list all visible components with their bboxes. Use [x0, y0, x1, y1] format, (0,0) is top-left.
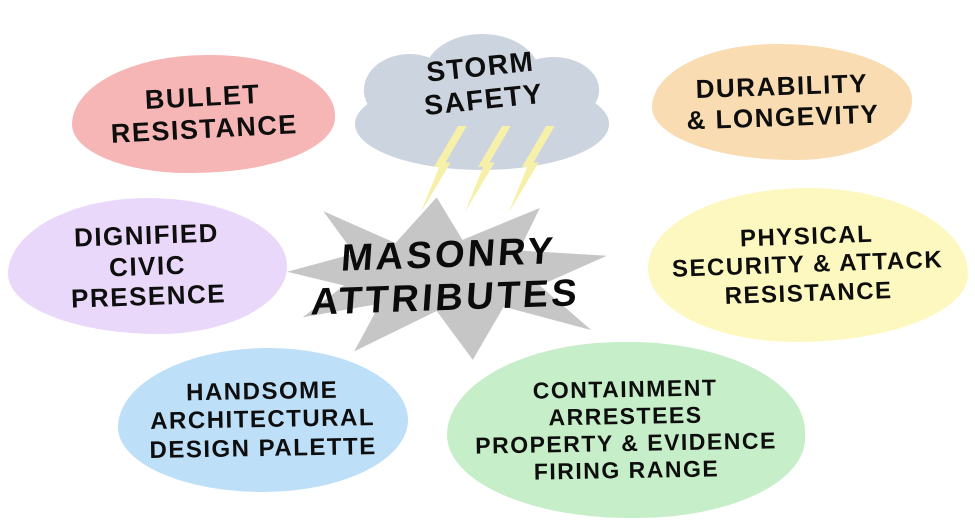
bullet-resistance-label: BULLET RESISTANCE: [110, 79, 299, 149]
physical-security-label: PHYSICAL SECURITY & ATTACK RESISTANCE: [671, 220, 945, 310]
star-burst-icon: [287, 197, 607, 360]
bubble-bullet-resistance: BULLET RESISTANCE: [72, 55, 335, 173]
diagram-title: MASONRY ATTRIBUTES: [309, 230, 582, 324]
bubble-storm-safety: STORM SAFETY: [348, 28, 616, 174]
bubble-durability-longevity: DURABILITY & LONGEVITY: [652, 44, 912, 160]
lightning-bolts: [421, 126, 570, 216]
bubble-design-palette: HANDSOME ARCHITECTURAL DESIGN PALETTE: [118, 348, 408, 492]
center-title-burst: MASONRY ATTRIBUTES: [282, 192, 612, 362]
bubble-containment: CONTAINMENT ARRESTEES PROPERTY & EVIDENC…: [447, 342, 805, 518]
design-palette-label: HANDSOME ARCHITECTURAL DESIGN PALETTE: [149, 376, 378, 464]
durability-longevity-label: DURABILITY & LONGEVITY: [685, 68, 880, 136]
lightning-bolt-icon: [509, 126, 555, 212]
bubble-physical-security: PHYSICAL SECURITY & ATTACK RESISTANCE: [648, 188, 968, 342]
dignified-civic-presence-label: DIGNIFIED CIVIC PRESENCE: [70, 217, 227, 315]
cloud-icon: [354, 34, 610, 170]
lightning-bolt-icon: [421, 126, 467, 212]
bubble-dignified-civic-presence: DIGNIFIED CIVIC PRESENCE: [8, 198, 287, 334]
lightning-bolt-icon: [465, 126, 511, 212]
containment-label: CONTAINMENT ARRESTEES PROPERTY & EVIDENC…: [475, 374, 778, 485]
